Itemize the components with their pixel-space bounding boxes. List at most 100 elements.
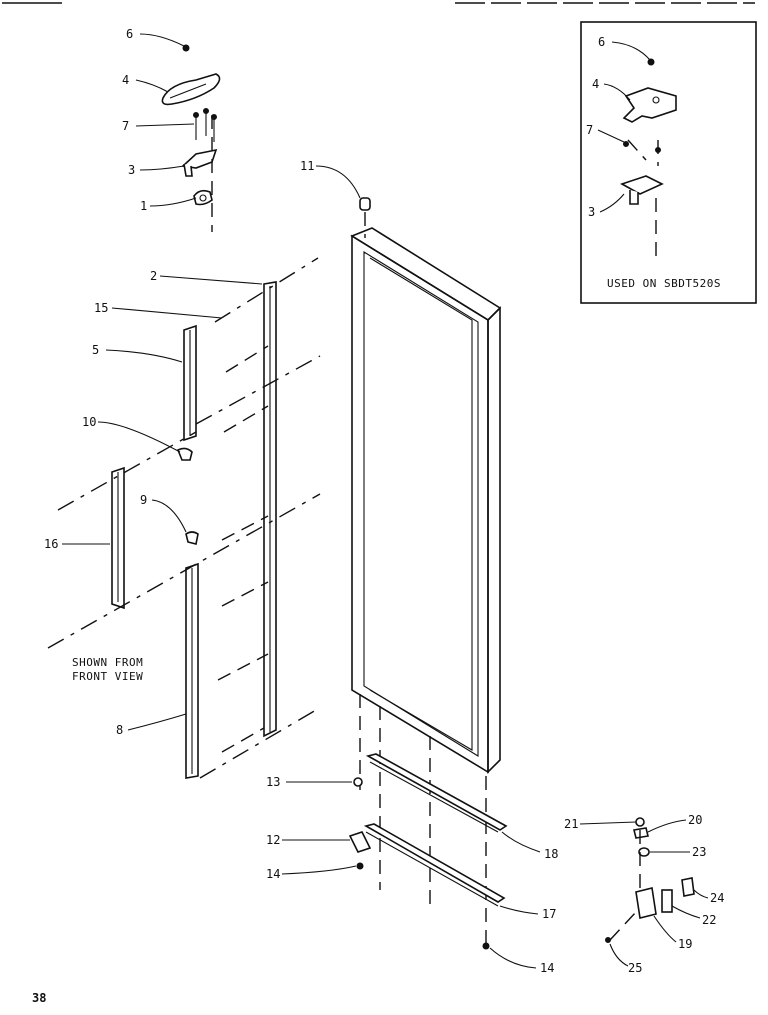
leader-21	[579, 821, 637, 825]
cap-24	[681, 877, 695, 897]
inset-border	[580, 21, 757, 304]
callout-19: 19	[678, 937, 692, 951]
hinge-3	[181, 148, 218, 169]
part-1-hole	[199, 194, 207, 202]
callout-7: 7	[122, 119, 129, 133]
bar-18	[365, 753, 508, 831]
leader-14a	[281, 865, 357, 875]
callout-21: 21	[564, 817, 578, 831]
door-inner-gasket	[363, 251, 479, 757]
leader-24	[693, 889, 709, 899]
section-line-2	[195, 355, 321, 425]
callout-11: 11	[300, 159, 314, 173]
door-front	[351, 234, 489, 774]
hinge-19	[635, 887, 657, 919]
door-inner-gasket-2	[369, 257, 473, 751]
tick-1	[225, 345, 269, 373]
door-panel	[350, 197, 502, 774]
tick-6	[221, 727, 265, 753]
leader-17	[499, 905, 539, 915]
screw-14a	[356, 862, 364, 870]
callout-10: 10	[82, 415, 96, 429]
callout-2: 2	[150, 269, 157, 283]
screw-25	[605, 937, 611, 943]
top-hinge-assembly	[161, 44, 221, 232]
callout-15: 15	[94, 301, 108, 315]
cover-22	[661, 889, 673, 913]
bar-17	[363, 823, 506, 903]
callout-22: 22	[702, 913, 716, 927]
leader-7	[135, 123, 195, 127]
leader-25	[609, 943, 629, 967]
part-20	[633, 827, 649, 839]
hinge-cover-edge	[169, 83, 207, 99]
screw-6	[182, 44, 190, 52]
leader-10	[97, 421, 181, 453]
callout-5: 5	[92, 343, 99, 357]
inset-box	[580, 21, 757, 304]
bar-17-edge	[365, 831, 499, 907]
inset-screw-6	[647, 58, 655, 66]
inset-leader-3	[599, 193, 625, 213]
bottom-right-hinge	[605, 817, 695, 943]
leader-19	[653, 915, 677, 943]
leader-11	[315, 165, 361, 199]
callout-8: 8	[116, 723, 123, 737]
callout-4: 4	[122, 73, 129, 87]
screw-7b-head	[203, 108, 209, 114]
inset-caption: USED ON SBDT520S	[607, 277, 721, 290]
callout-3: 3	[128, 163, 135, 177]
bar-18-edge	[369, 761, 499, 833]
leader-9	[151, 499, 187, 533]
inset-screw-7a-head	[623, 141, 629, 147]
view-note-line2: FRONT VIEW	[72, 670, 143, 683]
leader-lines	[62, 33, 709, 969]
callout-23: 23	[692, 845, 706, 859]
section-line-5	[199, 709, 317, 779]
callout-20: 20	[688, 813, 702, 827]
callout-24: 24	[710, 891, 724, 905]
hinge-cover-4	[161, 73, 221, 106]
callout-9: 9	[140, 493, 147, 507]
inset-screw-7b-head	[655, 147, 661, 153]
leader-3	[139, 165, 185, 171]
inset-callout-3: 3	[588, 205, 595, 219]
leader-5	[105, 349, 183, 363]
inset-screw-7a	[627, 139, 647, 161]
inset-cover-hole	[652, 96, 660, 104]
leader-20	[647, 819, 687, 833]
callout-16: 16	[44, 537, 58, 551]
callout-18: 18	[544, 847, 558, 861]
clip-9	[185, 531, 199, 545]
callout-1: 1	[140, 199, 147, 213]
leader-6	[139, 33, 185, 47]
callout-14b: 14	[540, 961, 554, 975]
leader-1	[149, 197, 197, 207]
tick-2	[223, 405, 269, 433]
inset-leader-7	[597, 129, 625, 143]
inset-hinge-cover-4	[622, 87, 677, 123]
callout-13: 13	[266, 775, 280, 789]
section-line-4	[47, 493, 321, 649]
leader-18	[501, 831, 541, 853]
inset-hinge-3-pin	[629, 190, 639, 205]
callout-17: 17	[542, 907, 556, 921]
inset-hinge-3	[620, 175, 664, 195]
page-number: 38	[32, 991, 46, 1005]
callout-6: 6	[126, 27, 133, 41]
tick-5	[217, 653, 269, 681]
leader-15	[111, 307, 223, 319]
clip-10	[176, 447, 193, 461]
bottom-hinge-parts	[348, 753, 508, 950]
screw-14b	[482, 942, 490, 950]
leader-14b	[489, 947, 537, 969]
leader-4	[135, 79, 169, 93]
section-line-3	[57, 431, 197, 511]
door-top-face	[350, 227, 502, 322]
hinge-bushing-11	[359, 197, 371, 211]
view-note-line1: SHOWN FROM	[72, 656, 143, 669]
part-21	[635, 817, 645, 827]
inset-leader-4	[603, 83, 631, 101]
door-right-face	[487, 306, 501, 774]
